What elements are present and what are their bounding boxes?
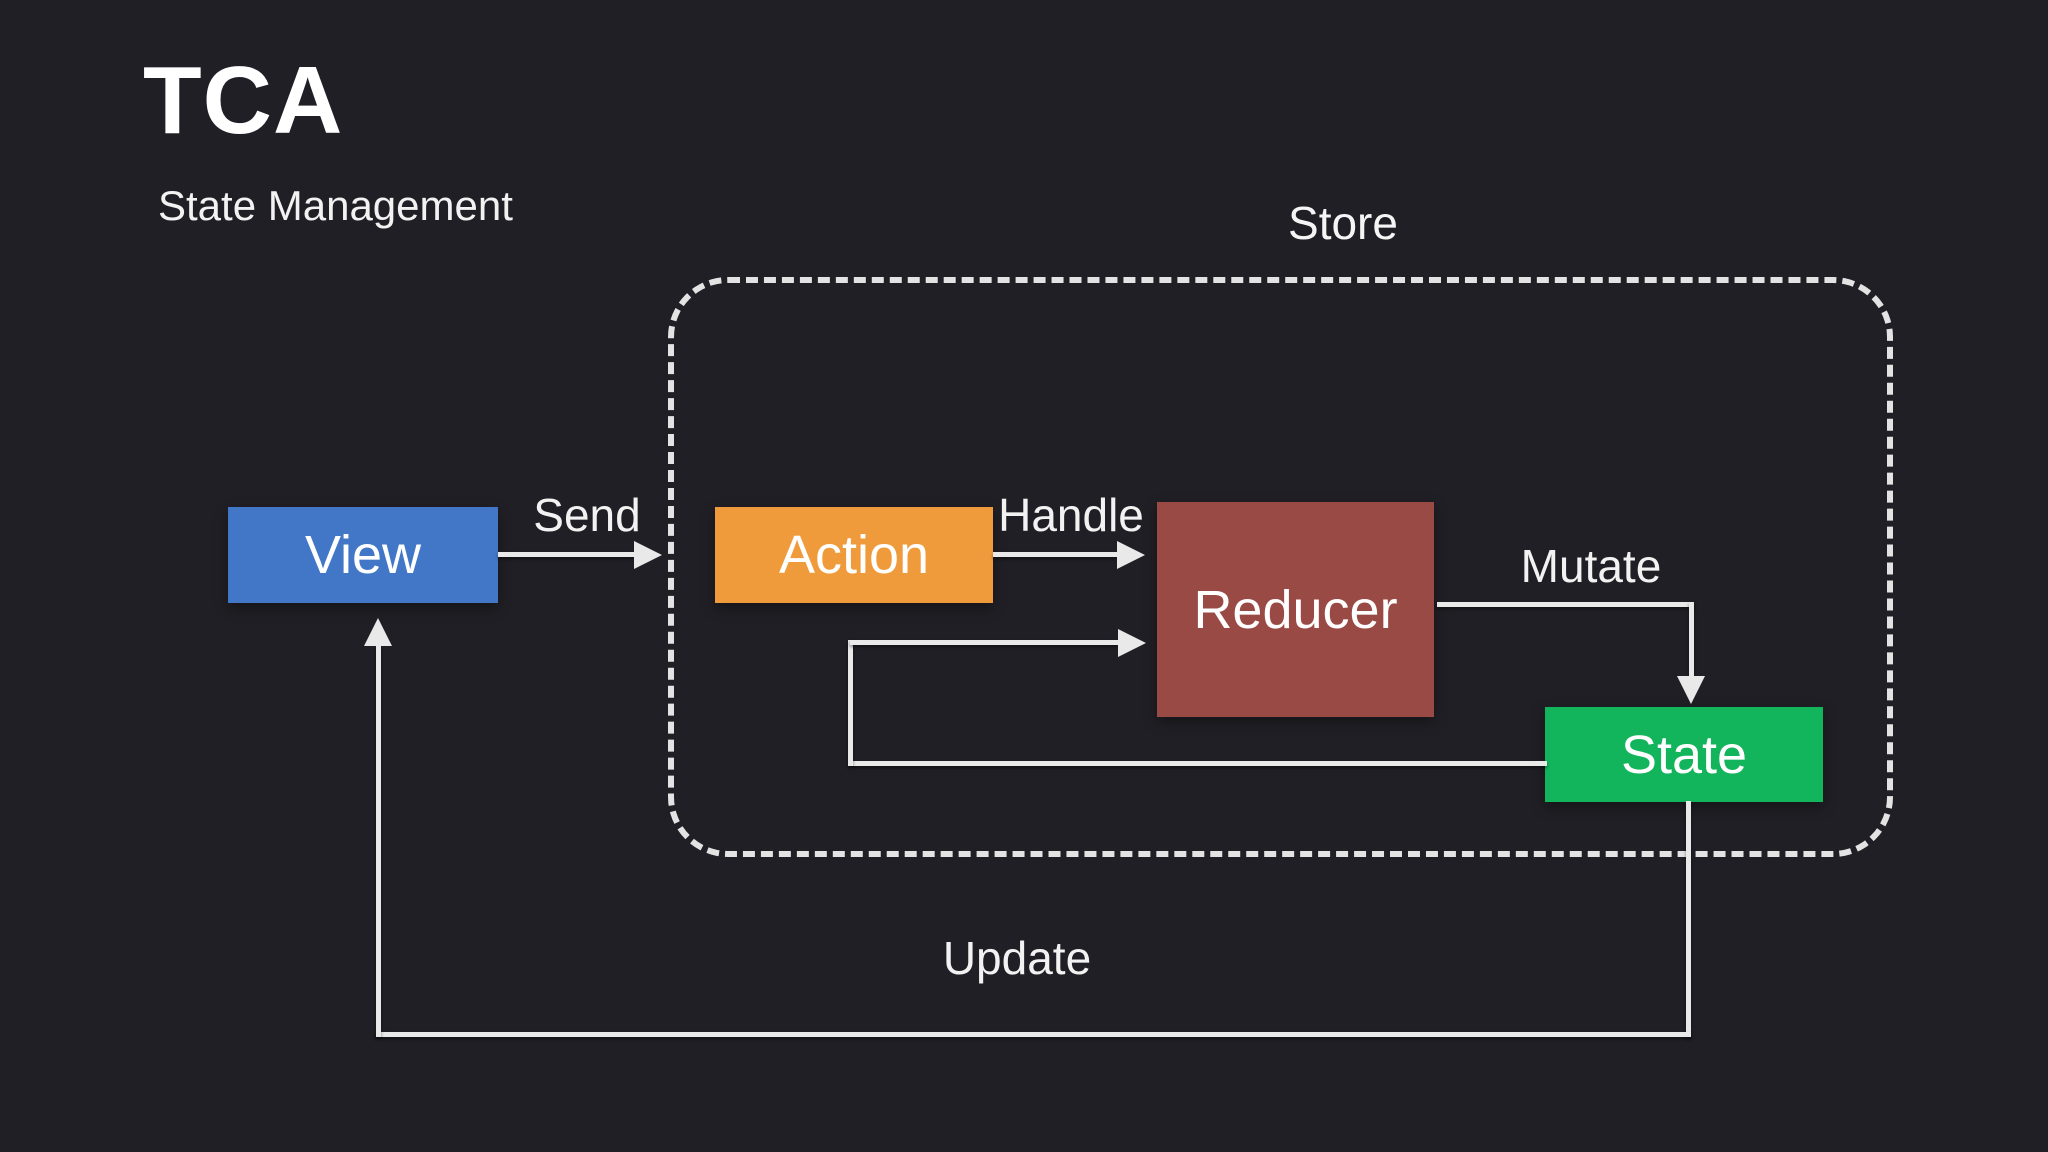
update-arrow-line-bottom bbox=[376, 1032, 1691, 1037]
reducer-node-label: Reducer bbox=[1193, 579, 1398, 640]
update-arrow-line-right-vertical bbox=[1686, 801, 1691, 1037]
send-arrow-label: Send bbox=[533, 489, 641, 541]
send-arrow-line bbox=[498, 552, 634, 557]
page-title: TCA bbox=[143, 47, 344, 154]
reducer-node: Reducer bbox=[1157, 502, 1434, 717]
feedback-arrow-line-top bbox=[850, 640, 1118, 645]
arrowhead-right-icon bbox=[634, 541, 662, 569]
action-node-label: Action bbox=[778, 525, 930, 585]
handle-arrow-line bbox=[993, 552, 1117, 557]
arrowhead-up-icon bbox=[364, 618, 392, 646]
feedback-arrow-line-bottom bbox=[850, 761, 1547, 766]
update-arrow-label: Update bbox=[942, 932, 1092, 984]
feedback-arrow-line-vertical bbox=[848, 640, 853, 766]
handle-arrow-label: Handle bbox=[998, 489, 1144, 541]
view-node: View bbox=[228, 507, 498, 603]
mutate-arrow-line-horizontal bbox=[1437, 602, 1694, 607]
state-node: State bbox=[1545, 707, 1823, 802]
store-label: Store bbox=[1288, 197, 1398, 249]
mutate-arrow-label: Mutate bbox=[1520, 540, 1662, 592]
arrowhead-right-icon bbox=[1117, 541, 1145, 569]
store-boundary bbox=[668, 277, 1893, 857]
arrowhead-down-icon bbox=[1677, 676, 1705, 704]
page-subtitle: State Management bbox=[158, 182, 513, 229]
update-arrow-line-left-vertical bbox=[376, 646, 381, 1037]
arrowhead-right-icon bbox=[1118, 629, 1146, 657]
view-node-label: View bbox=[304, 525, 422, 585]
state-node-label: State bbox=[1620, 724, 1748, 785]
action-node: Action bbox=[715, 507, 993, 603]
mutate-arrow-line-vertical bbox=[1689, 602, 1694, 676]
